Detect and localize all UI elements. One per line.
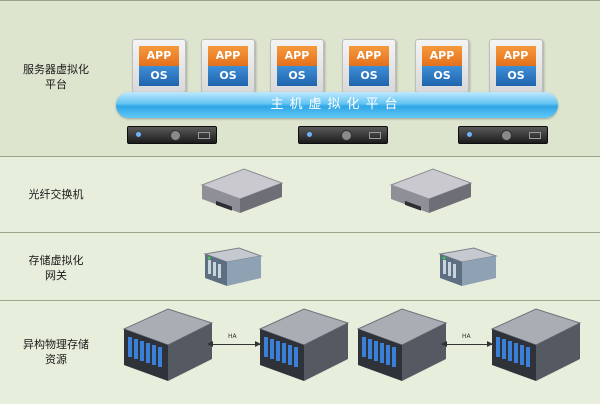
os-block: OS xyxy=(349,66,389,86)
os-block: OS xyxy=(496,66,536,86)
os-block: OS xyxy=(139,66,179,86)
layer-label-server-virtualization: 服务器虚拟化 平台 xyxy=(10,62,102,92)
layer-label-line: 光纤交换机 xyxy=(28,188,84,201)
os-block: OS xyxy=(277,66,317,86)
layer-label-line: 存储虚拟化 xyxy=(28,254,84,267)
ha-double-arrow-icon xyxy=(441,341,493,347)
host-server-icon xyxy=(298,126,388,144)
app-block: APP xyxy=(208,46,248,66)
layer-fc-switch: 光纤交换机 xyxy=(0,156,600,232)
os-block: OS xyxy=(208,66,248,86)
storage-array-icon xyxy=(356,308,448,381)
vm-card: APP OS xyxy=(415,39,469,93)
app-block: APP xyxy=(349,46,389,66)
layer-storage-gateway: 存储虚拟化 网关 xyxy=(0,232,600,300)
vm-card: APP OS xyxy=(270,39,324,93)
storage-array-icon xyxy=(122,308,214,381)
storage-array-icon xyxy=(258,308,350,381)
os-block: OS xyxy=(422,66,462,86)
layer-label-physical-storage: 异构物理存储 资源 xyxy=(10,337,102,367)
layer-label-storage-gateway: 存储虚拟化 网关 xyxy=(10,253,102,283)
layer-label-line: 异构物理存储 xyxy=(23,338,89,351)
app-block: APP xyxy=(496,46,536,66)
storage-gateway-icon xyxy=(438,247,498,286)
hypervisor-bar: 主机虚拟化平台 xyxy=(116,92,558,118)
ha-double-arrow-icon xyxy=(207,341,261,347)
app-block: APP xyxy=(277,46,317,66)
layer-label-line: 网关 xyxy=(45,269,67,282)
layer-label-line: 平台 xyxy=(45,78,67,91)
vm-card: APP OS xyxy=(489,39,543,93)
ha-label: HA xyxy=(462,333,471,340)
storage-array-icon xyxy=(490,308,582,381)
vm-card: APP OS xyxy=(201,39,255,93)
app-block: APP xyxy=(139,46,179,66)
storage-gateway-icon xyxy=(203,247,263,286)
fc-switch-icon xyxy=(200,168,284,213)
fc-switch-icon xyxy=(389,168,473,213)
host-server-icon xyxy=(127,126,217,144)
layer-label-fc-switch: 光纤交换机 xyxy=(10,187,102,202)
app-block: APP xyxy=(422,46,462,66)
layer-label-line: 资源 xyxy=(45,353,67,366)
layer-label-line: 服务器虚拟化 xyxy=(23,63,89,76)
vm-card: APP OS xyxy=(132,39,186,93)
ha-label: HA xyxy=(228,333,237,340)
vm-card: APP OS xyxy=(342,39,396,93)
host-server-icon xyxy=(458,126,548,144)
